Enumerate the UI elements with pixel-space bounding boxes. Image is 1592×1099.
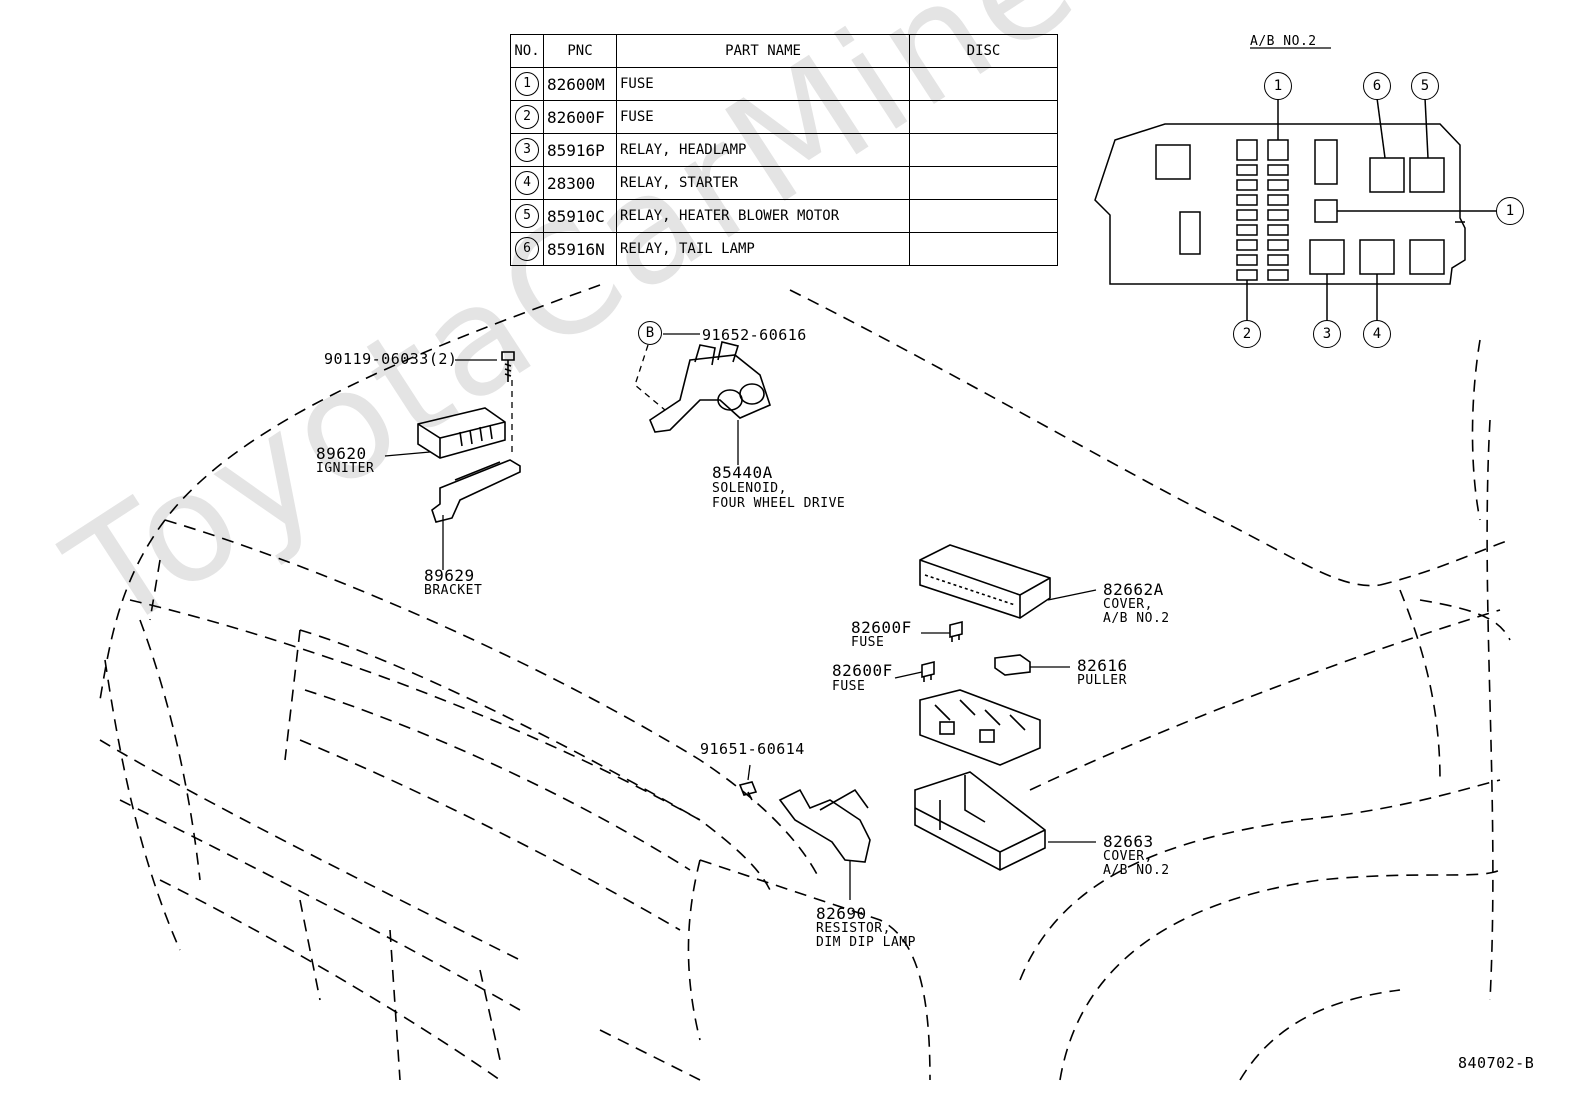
bracket-pnc: 89629 xyxy=(424,566,475,585)
row-number: 3 xyxy=(515,138,539,162)
row-number: 4 xyxy=(515,171,539,195)
header-no: NO. xyxy=(510,34,544,68)
row-pnc: 82600F xyxy=(543,100,617,134)
bolt-label: 90119-06033(2) xyxy=(324,352,457,367)
relay-box-callout: 6 xyxy=(1363,72,1391,100)
row-number: 2 xyxy=(515,105,539,129)
relay-box-callout: 3 xyxy=(1313,320,1341,348)
row-disc xyxy=(909,133,1058,167)
cover-top-pnc: 82662A xyxy=(1103,580,1164,599)
bracket-name: BRACKET xyxy=(424,583,483,598)
row-number: 5 xyxy=(515,204,539,228)
row-disc xyxy=(909,67,1058,101)
parts-table: NO. PNC PART NAME DISC 1 82600M FUSE 2 8… xyxy=(510,34,1058,266)
igniter-pnc: 89620 xyxy=(316,444,367,463)
header-disc: DISC xyxy=(909,34,1058,68)
row-number: 6 xyxy=(515,237,539,261)
bolt-drawing xyxy=(501,351,515,382)
row-part-name: RELAY, STARTER xyxy=(616,166,910,200)
row-pnc: 28300 xyxy=(543,166,617,200)
relay-block-drawing xyxy=(919,689,1041,766)
table-row: 4 28300 RELAY, STARTER xyxy=(510,166,1058,200)
callout-b: B xyxy=(638,321,662,345)
row-disc xyxy=(909,166,1058,200)
resistor-pnc: 82690 xyxy=(816,904,867,923)
relay-box-callout: 2 xyxy=(1233,320,1261,348)
fuse2-pnc: 82600F xyxy=(832,661,893,680)
screw-b-pnc: 91652-60616 xyxy=(702,326,807,344)
bracket-drawing xyxy=(431,459,521,523)
relay-box-title: A/B NO.2 xyxy=(1250,34,1317,49)
cover-82662a-drawing xyxy=(919,544,1051,619)
fuse-column-left xyxy=(1236,139,1258,281)
relay-box-diagram xyxy=(1094,97,1497,322)
cover-top-name-2: A/B NO.2 xyxy=(1103,611,1170,626)
table-header-row: NO. PNC PART NAME DISC xyxy=(510,34,1058,68)
row-part-name: RELAY, HEATER BLOWER MOTOR xyxy=(616,199,910,233)
solenoid-pnc: 85440A xyxy=(712,463,773,482)
table-row: 5 85910C RELAY, HEATER BLOWER MOTOR xyxy=(510,199,1058,233)
igniter-name: IGNITER xyxy=(316,461,375,476)
header-part-name: PART NAME xyxy=(616,34,910,68)
fuse1-name: FUSE xyxy=(851,635,885,650)
igniter-drawing xyxy=(417,407,506,459)
row-part-name: RELAY, HEADLAMP xyxy=(616,133,910,167)
table-row: 6 85916N RELAY, TAIL LAMP xyxy=(510,232,1058,266)
bolt-pnc: 90119-06033 xyxy=(324,350,429,368)
row-disc xyxy=(909,100,1058,134)
row-pnc: 85916N xyxy=(543,232,617,266)
row-part-name: FUSE xyxy=(616,100,910,134)
relay-box-callout: 4 xyxy=(1363,320,1391,348)
fuse-drawings xyxy=(921,620,963,682)
table-row: 3 85916P RELAY, HEADLAMP xyxy=(510,133,1058,167)
solenoid-drawing xyxy=(649,341,771,433)
leader-lines xyxy=(384,333,1097,900)
dashed-guides xyxy=(511,344,666,455)
row-disc xyxy=(909,232,1058,266)
solenoid-name-2: FOUR WHEEL DRIVE xyxy=(712,496,846,511)
resistor-name-1: RESISTOR, xyxy=(816,921,891,936)
screw2-pnc: 91651-60614 xyxy=(700,740,805,758)
cover-82663-drawing xyxy=(914,771,1046,871)
relay-box-callout: 1 xyxy=(1496,197,1524,225)
row-pnc: 82600M xyxy=(543,67,617,101)
fuse1-pnc: 82600F xyxy=(851,618,912,637)
cover-bottom-pnc: 82663 xyxy=(1103,832,1154,851)
fuse-column-right xyxy=(1267,139,1289,281)
puller-pnc: 82616 xyxy=(1077,656,1128,675)
puller-drawing xyxy=(994,654,1031,676)
solenoid-name-1: SOLENOID, xyxy=(712,481,787,496)
resistor-drawing xyxy=(778,788,871,863)
figure-code: 840702-B xyxy=(1458,1054,1535,1072)
row-disc xyxy=(909,199,1058,233)
relay-box-callout: 1 xyxy=(1264,72,1292,100)
row-part-name: FUSE xyxy=(616,67,910,101)
table-row: 2 82600F FUSE xyxy=(510,100,1058,134)
puller-name: PULLER xyxy=(1077,673,1127,688)
row-pnc: 85910C xyxy=(543,199,617,233)
row-number: 1 xyxy=(515,72,539,96)
resistor-name-2: DIM DIP LAMP xyxy=(816,935,916,950)
cover-bottom-name-1: COVER, xyxy=(1103,849,1153,864)
screw-drawing xyxy=(738,781,758,801)
bolt-qty: (2) xyxy=(428,350,458,368)
relay-box-callout: 5 xyxy=(1411,72,1439,100)
header-pnc: PNC xyxy=(543,34,617,68)
row-part-name: RELAY, TAIL LAMP xyxy=(616,232,910,266)
cover-bottom-name-2: A/B NO.2 xyxy=(1103,863,1170,878)
row-pnc: 85916P xyxy=(543,133,617,167)
hood-outline xyxy=(99,284,1511,1081)
fuse2-name: FUSE xyxy=(832,679,866,694)
table-row: 1 82600M FUSE xyxy=(510,67,1058,101)
cover-top-name-1: COVER, xyxy=(1103,597,1153,612)
